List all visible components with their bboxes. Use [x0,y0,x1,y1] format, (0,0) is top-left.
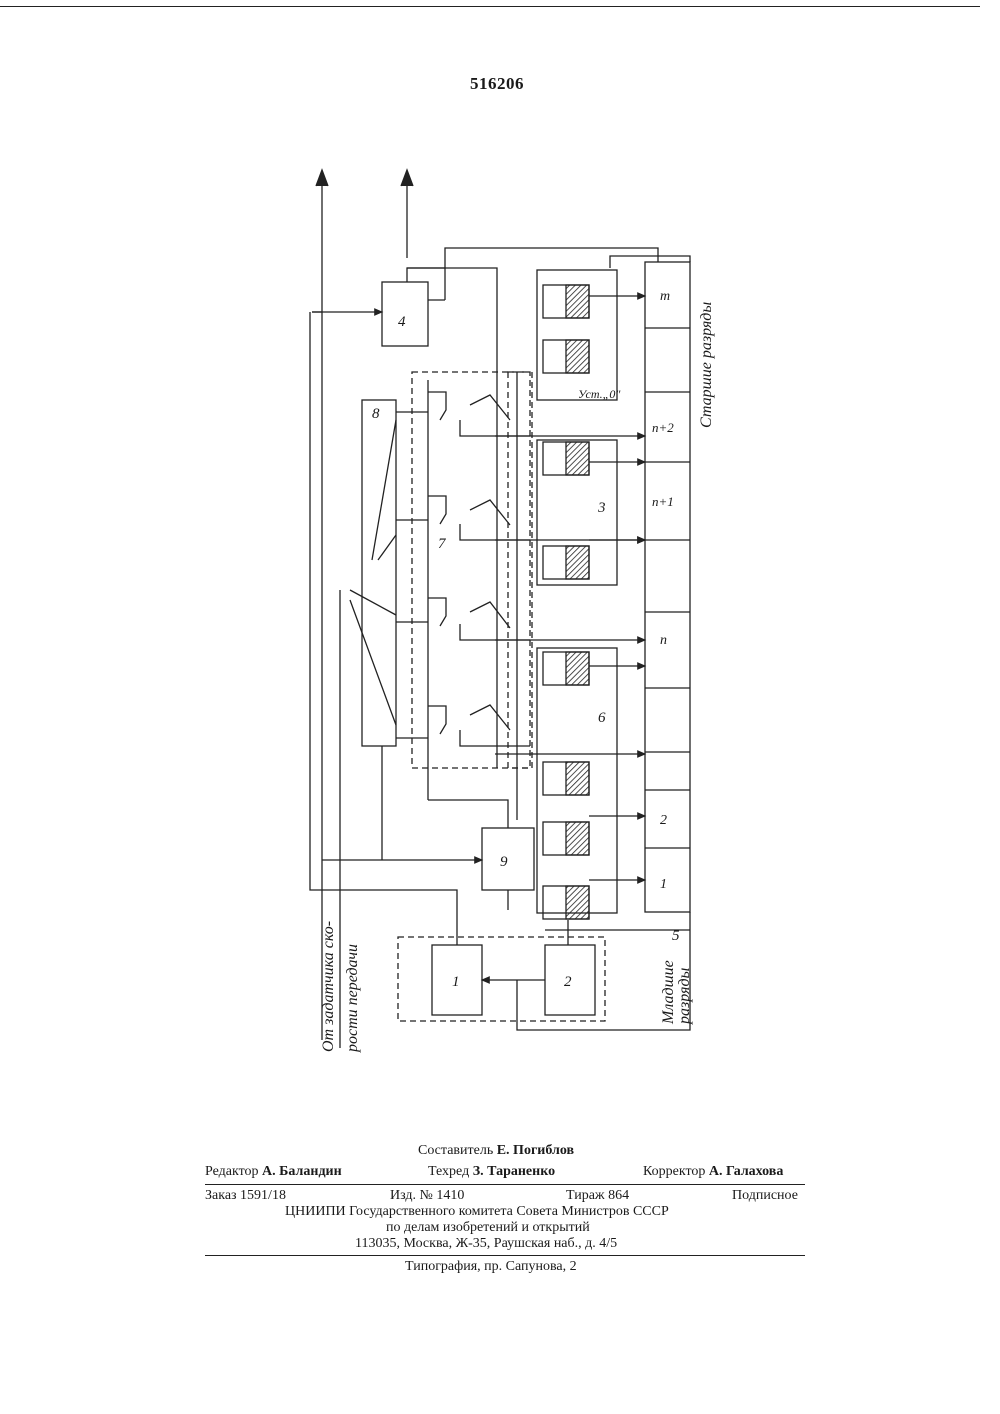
low-bits-label-line2: разряды [676,968,694,1024]
compiler-line: Составитель Е. Погиблов [418,1143,574,1159]
block-3-outline [508,372,530,768]
block-1-label: 1 [452,974,460,990]
block-6-label: 6 [598,710,606,726]
high-bits-label: Старшие разряды [698,302,716,428]
register-cell-n-plus-2: n+2 [652,420,674,435]
techred-line: Техред З. Тараненко [428,1164,555,1180]
order-number: Заказ 1591/18 [205,1188,286,1204]
block-9-label: 9 [500,854,508,870]
imprint-rule-bottom [205,1255,805,1256]
edition-number: Изд. № 1410 [390,1188,464,1204]
source-label-line2: рости передачи [344,944,362,1052]
register-cell-n: n [660,633,667,648]
subscription-note: Подписное [732,1188,798,1204]
editor-line: Редактор А. Баландин [205,1164,342,1180]
block-4-label: 4 [398,314,406,330]
register-cell-m: m [660,289,670,304]
block-9 [482,828,534,890]
block-7-label: 7 [438,536,447,552]
imprint-rule-top [205,1184,805,1185]
register-cell-n-plus-1: n+1 [652,494,674,509]
organization-line-1: ЦНИИПИ Государственного комитета Совета … [285,1204,669,1220]
print-run: Тираж 864 [566,1188,629,1204]
organization-line-2: по делам изобретений и открытий [386,1220,590,1236]
output-arrow-right [401,170,413,186]
set-zero-label: Уст.„0" [578,387,621,401]
circuit-diagram: 4 8 7 3 6 9 1 2 5 1 2 n n+1 n+2 m Уст.„0… [0,0,1000,1100]
register-cell-1: 1 [660,877,667,892]
block-2-label: 2 [564,974,572,990]
source-label-line1: От задатчика ско- [320,921,338,1052]
block-1-2-outline [398,937,605,1021]
block-3-label: 3 [597,500,606,516]
block-8-label: 8 [372,406,380,422]
register-5 [645,262,690,912]
address-line: 113035, Москва, Ж-35, Раушская наб., д. … [355,1236,617,1252]
printing-house: Типография, пр. Сапунова, 2 [405,1259,577,1275]
block-5-label: 5 [672,928,680,944]
switch-elements [428,392,530,746]
corrector-line: Корректор А. Галахова [643,1164,783,1180]
block-7-outline [412,372,532,768]
trigger-cells [543,285,589,919]
output-arrow-left [316,170,328,186]
register-cell-2: 2 [660,813,667,828]
